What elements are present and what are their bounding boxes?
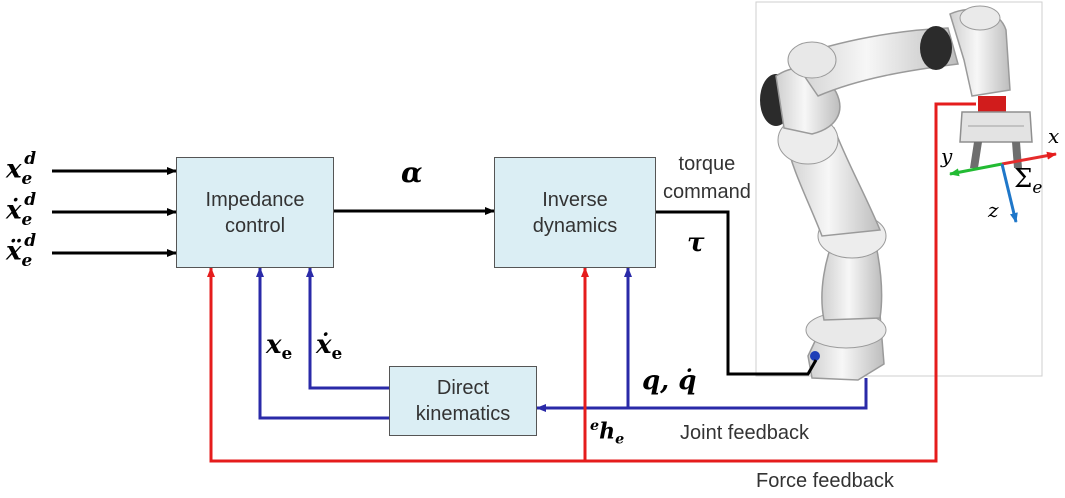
force-symbol-sub: e xyxy=(615,431,625,448)
axis-y-label: y xyxy=(941,144,953,168)
xdot-e-base: ẋ xyxy=(316,330,332,360)
input-xdot-sup: d xyxy=(24,189,37,209)
input-x-sup: d xyxy=(24,148,37,168)
xe-base: x xyxy=(266,330,282,360)
input-xddot-sub: e xyxy=(21,249,33,270)
input-xddot-desired: ẍed xyxy=(6,230,44,270)
input-xdot-sub: e xyxy=(21,208,33,229)
torque-command-line xyxy=(656,210,818,376)
frame-sigma: Σ xyxy=(1014,164,1033,194)
joint-feedback-line xyxy=(536,378,868,412)
xdot-e-sub: e xyxy=(331,343,343,364)
input-xdot-desired: ẋed xyxy=(6,189,44,229)
end-effector-frame-axes xyxy=(949,151,1057,223)
input-x-desired: xed xyxy=(6,148,44,188)
input-xddot-base: ẍ xyxy=(6,236,22,267)
q-qdot-label: q, q̇ xyxy=(642,366,697,396)
frame-sigma-sub: e xyxy=(1032,177,1043,198)
force-feedback-line xyxy=(207,102,976,463)
axis-z-label: z xyxy=(988,198,999,222)
frame-sigma-label: Σe xyxy=(1014,164,1042,197)
tau-label: τ xyxy=(687,228,705,258)
input-xdot-base: ẋ xyxy=(6,195,22,226)
impedance-control-block: Impedance control xyxy=(176,157,334,268)
xdot-e-feedback-line xyxy=(306,267,389,390)
robot-image-frame xyxy=(755,1,1043,377)
xe-label: xe xyxy=(266,330,292,363)
robot-arm-illustration xyxy=(760,5,1033,381)
input-xddot-sup: d xyxy=(24,230,37,250)
xe-sub: e xyxy=(281,343,293,364)
input-x-base: x xyxy=(6,154,22,185)
direct-kinematics-block: Direct kinematics xyxy=(389,366,537,436)
force-symbol-label: ehe xyxy=(590,418,624,448)
joint-feedback-label: Joint feedback xyxy=(680,422,809,444)
force-symbol-base: h xyxy=(599,418,616,445)
axis-x-label: x xyxy=(1048,124,1060,148)
torque-command-label: torque command xyxy=(663,153,751,203)
xe-feedback-line xyxy=(256,267,389,420)
alpha-label: α xyxy=(401,156,423,189)
force-feedback-label: Force feedback xyxy=(756,470,894,492)
input-x-sub: e xyxy=(21,167,33,188)
xdot-e-label: ẋe xyxy=(316,330,342,363)
inverse-dynamics-block: Inverse dynamics xyxy=(494,157,656,268)
force-symbol-pre: e xyxy=(590,418,600,434)
